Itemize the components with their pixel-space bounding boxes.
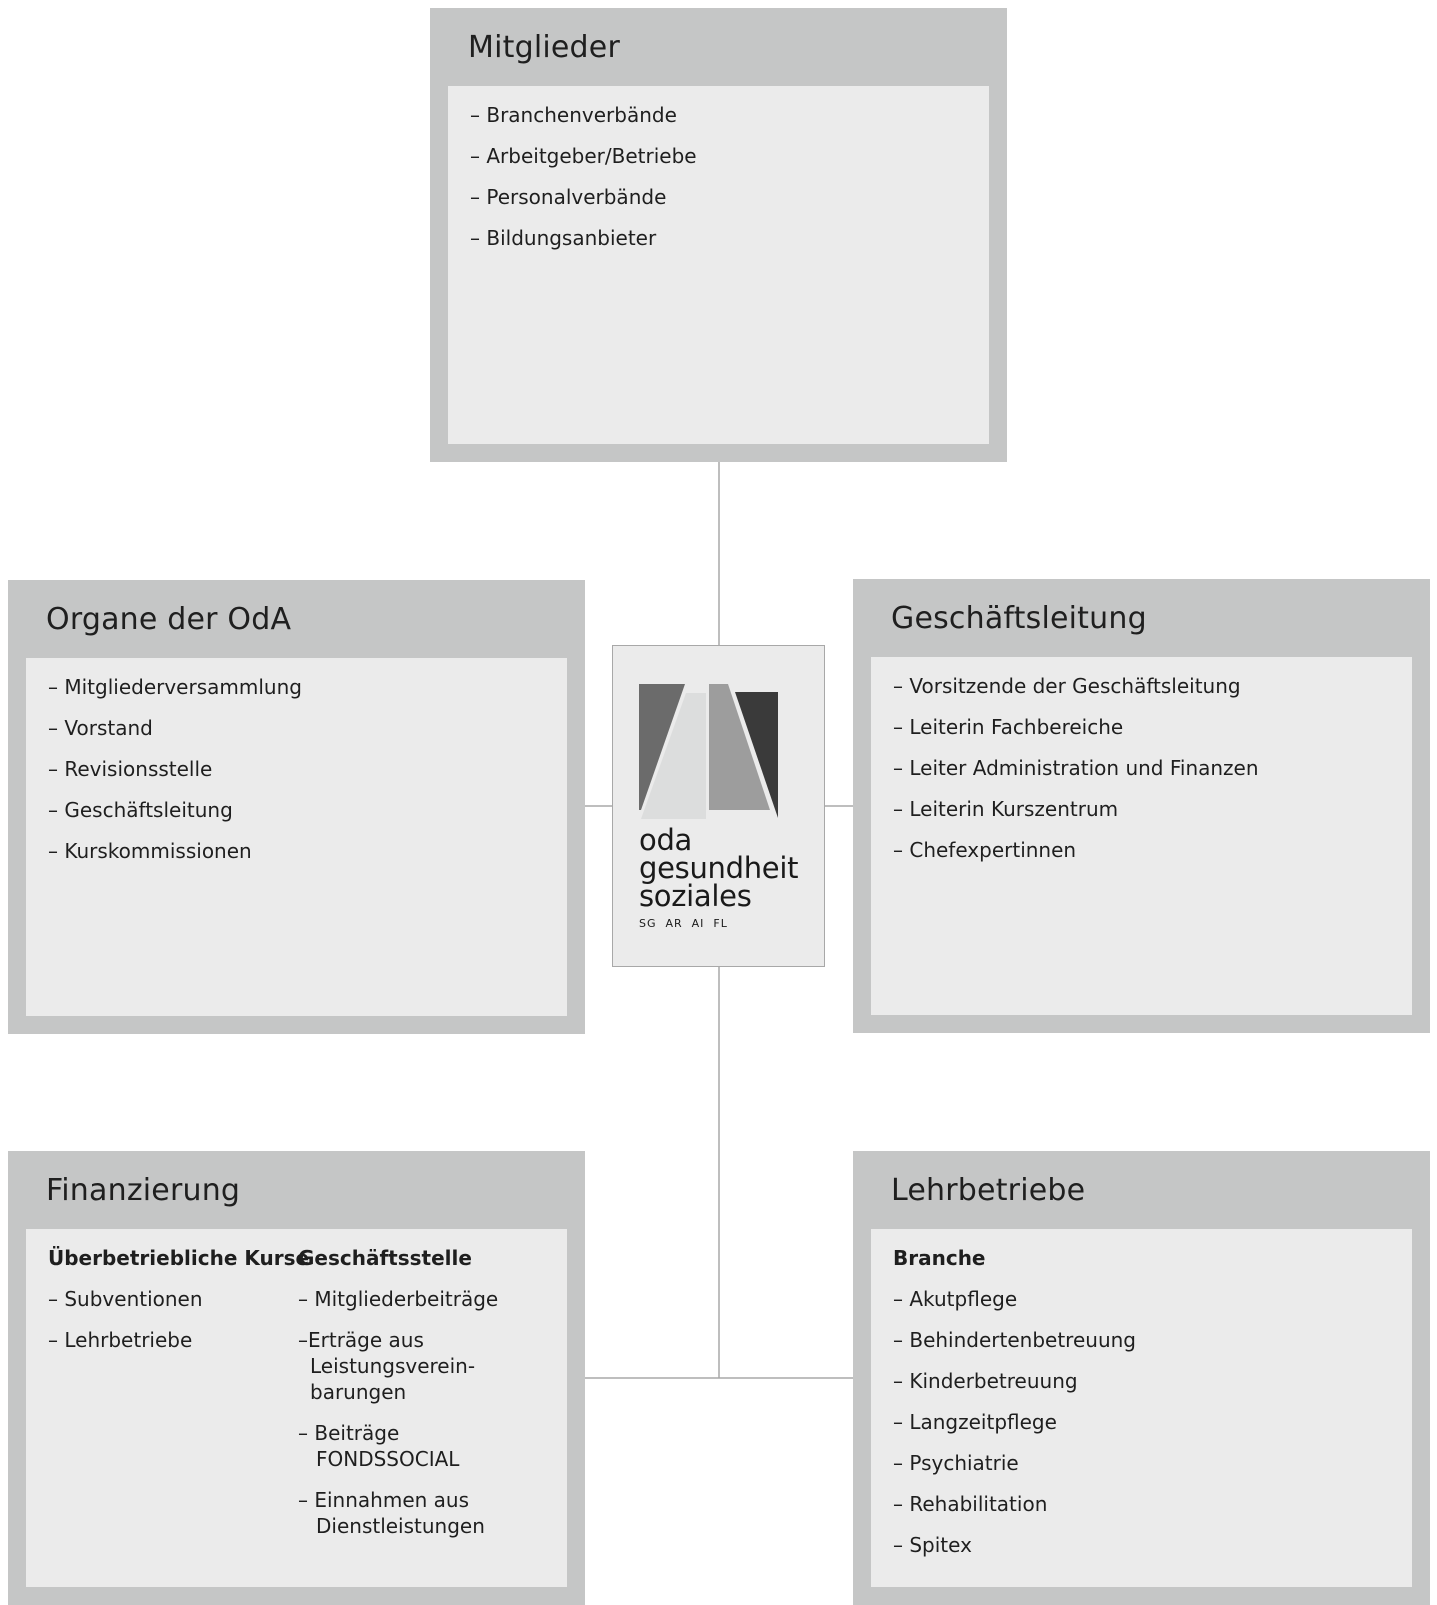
logo-shape-dark <box>639 684 685 810</box>
box-title: Organe der OdA <box>46 602 292 637</box>
logo-shape-charcoal <box>735 692 778 818</box>
list-item: – Lehrbetriebe <box>48 1328 193 1352</box>
list-item: – Mitgliederversammlung <box>48 675 302 699</box>
list-item: – Langzeitpflege <box>893 1410 1057 1434</box>
office-list: – Mitgliederbeiträge –Erträge aus Leistu… <box>298 1286 528 1539</box>
list-item: – Arbeitgeber/Betriebe <box>470 144 697 168</box>
box-geschaeftsleitung: Geschäftsleitung – Vorsitzende der Gesch… <box>853 579 1430 1033</box>
box-title: Geschäftsleitung <box>891 601 1147 636</box>
box-content: – Vorsitzende der Geschäftsleitung – Lei… <box>871 657 1412 1015</box>
list-item: – Behindertenbetreuung <box>893 1328 1136 1352</box>
box-lehrbetriebe: Lehrbetriebe Branche – Akutpflege – Behi… <box>853 1151 1430 1605</box>
branch-list: – Akutpflege – Behindertenbetreuung – Ki… <box>893 1286 1390 1558</box>
list-item: – Subventionen <box>48 1287 203 1311</box>
list-item: – Kurskommissionen <box>48 839 252 863</box>
box-finanzierung: Finanzierung Überbetriebliche Kurse – Su… <box>8 1151 585 1605</box>
management-list: – Vorsitzende der Geschäftsleitung – Lei… <box>893 673 1390 863</box>
list-item: – Psychiatrie <box>893 1451 1019 1475</box>
logo-wordmark: oda gesundheit soziales <box>639 823 799 913</box>
list-item: – Chefexpertinnen <box>893 838 1077 862</box>
column-office: Geschäftsstelle – Mitgliederbeiträge –Er… <box>298 1245 528 1554</box>
list-item: – Akutpflege <box>893 1287 1018 1311</box>
list-item: – Revisionsstelle <box>48 757 213 781</box>
column-courses: Überbetriebliche Kurse – Subventionen – … <box>48 1245 310 1554</box>
list-item: – Mitgliederbeiträge <box>298 1287 499 1311</box>
logo-shape-mid <box>709 684 770 810</box>
list-item: – Leiter Administration und Finanzen <box>893 756 1259 780</box>
box-content: – Mitgliederversammlung – Vorstand – Rev… <box>26 658 567 1016</box>
list-item: – Einnahmen aus Dienstleistungen <box>298 1488 485 1538</box>
box-content: – Branchenverbände – Arbeitgeber/Betrieb… <box>448 86 989 444</box>
box-title: Mitglieder <box>468 30 620 65</box>
financing-columns: Überbetriebliche Kurse – Subventionen – … <box>48 1245 557 1554</box>
logo-shape-light <box>641 693 706 819</box>
list-item: – Geschäftsleitung <box>48 798 233 822</box>
branch-heading: Branche <box>893 1246 986 1270</box>
logo-line-oda: oda <box>639 823 693 857</box>
column-heading: Überbetriebliche Kurse <box>48 1246 310 1270</box>
logo-line-gesundheit: gesundheit <box>639 851 799 885</box>
box-organe: Organe der OdA – Mitgliederversammlung –… <box>8 580 585 1034</box>
list-item: – Vorstand <box>48 716 153 740</box>
list-item: – Leiterin Fachbereiche <box>893 715 1124 739</box>
list-item: – Leiterin Kurszentrum <box>893 797 1119 821</box>
list-item: – Kinderbetreuung <box>893 1369 1078 1393</box>
members-list: – Branchenverbände – Arbeitgeber/Betrieb… <box>470 102 967 251</box>
box-content: Branche – Akutpflege – Behindertenbetreu… <box>871 1229 1412 1587</box>
box-title: Finanzierung <box>46 1173 241 1208</box>
list-item: – Bildungsanbieter <box>470 226 657 250</box>
box-mitglieder: Mitglieder – Branchenverbände – Arbeitge… <box>430 8 1007 462</box>
list-item: – Vorsitzende der Geschäftsleitung <box>893 674 1241 698</box>
courses-list: – Subventionen – Lehrbetriebe <box>48 1286 298 1353</box>
column-heading: Geschäftsstelle <box>298 1246 472 1270</box>
list-item: – Rehabilitation <box>893 1492 1048 1516</box>
logo-line-soziales: soziales <box>639 879 752 913</box>
list-item: – Beiträge FONDSSOCIAL <box>298 1421 460 1471</box>
logo-regions: SG AR AI FL <box>639 917 728 930</box>
organs-list: – Mitgliederversammlung – Vorstand – Rev… <box>48 674 545 864</box>
logo-box: oda gesundheit soziales SG AR AI FL <box>612 645 825 967</box>
box-content: Überbetriebliche Kurse – Subventionen – … <box>26 1229 567 1587</box>
list-item: – Personalverbände <box>470 185 667 209</box>
list-item: – Branchenverbände <box>470 103 677 127</box>
list-item: – Spitex <box>893 1533 972 1557</box>
box-title: Lehrbetriebe <box>891 1173 1086 1208</box>
oda-logo-icon <box>639 684 778 819</box>
list-item: –Erträge aus Leistungsverein- barungen <box>298 1328 476 1404</box>
